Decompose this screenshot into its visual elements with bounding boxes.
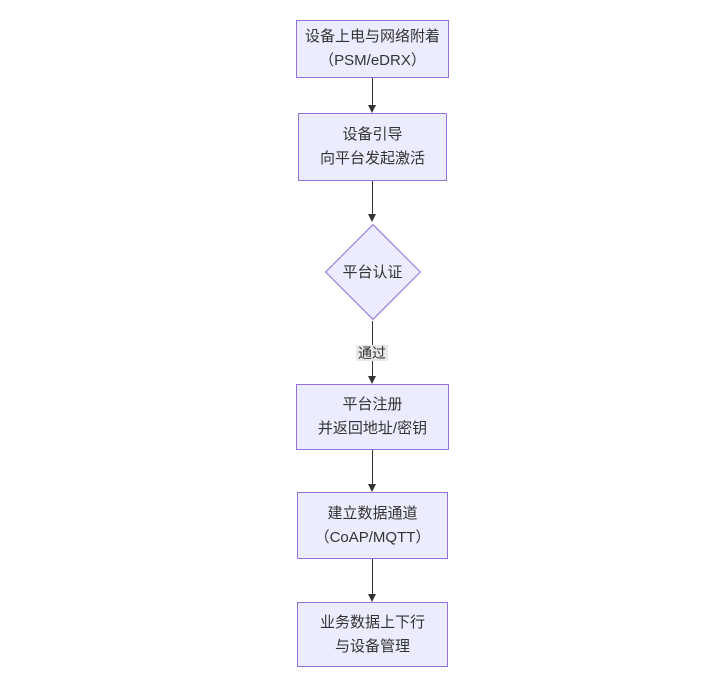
node-label: 建立数据通道 （CoAP/MQTT） (315, 502, 431, 550)
node-label: 设备引导 向平台发起激活 (320, 123, 425, 171)
edge-line (371, 559, 373, 598)
node-label: 业务数据上下行 与设备管理 (320, 611, 425, 659)
edge-n4-n5 (367, 450, 377, 492)
node-label-line: （PSM/eDRX） (319, 52, 426, 69)
arrowhead-icon (368, 484, 376, 492)
edge-n1-n2 (367, 78, 377, 113)
node-label-line: 向平台发起激活 (319, 150, 425, 167)
edge-n3-n4: 通过 (356, 321, 388, 384)
flow-node-data-channel: 建立数据通道 （CoAP/MQTT） (297, 492, 448, 559)
edge-line (371, 181, 373, 218)
flow-node-power-network-attach: 设备上电与网络附着 （PSM/eDRX） (296, 20, 449, 78)
edge-n2-n3 (367, 181, 377, 222)
edge-line (371, 78, 373, 109)
node-label-line: （CoAP/MQTT） (314, 528, 431, 546)
node-label: 设备上电与网络附着 （PSM/eDRX） (305, 25, 440, 73)
node-label-line: 并返回地址/密钥 (317, 420, 428, 437)
decision-platform-auth: 平台认证 (324, 222, 421, 321)
edge-label-pass: 通过 (356, 344, 388, 361)
node-label-line: 设备引导 (342, 126, 403, 143)
arrowhead-icon (368, 214, 376, 222)
node-label: 平台认证 (342, 264, 403, 281)
flow-node-device-bootstrap: 设备引导 向平台发起激活 (298, 113, 447, 181)
flow-node-business-data: 业务数据上下行 与设备管理 (297, 602, 448, 667)
node-label: 平台注册 并返回地址/密钥 (318, 393, 427, 441)
arrowhead-icon (368, 105, 376, 113)
arrowhead-icon (368, 376, 376, 384)
node-label-line: 设备上电与网络附着 (304, 28, 440, 45)
node-label-line: 平台注册 (342, 396, 403, 413)
edge-line (371, 450, 373, 488)
arrowhead-icon (368, 594, 376, 602)
node-label-line: 与设备管理 (334, 637, 410, 655)
node-label-line: 建立数据通道 (327, 504, 418, 522)
edge-n5-n6 (367, 559, 377, 602)
flow-node-platform-register: 平台注册 并返回地址/密钥 (296, 384, 449, 450)
node-label-line: 业务数据上下行 (319, 613, 425, 631)
